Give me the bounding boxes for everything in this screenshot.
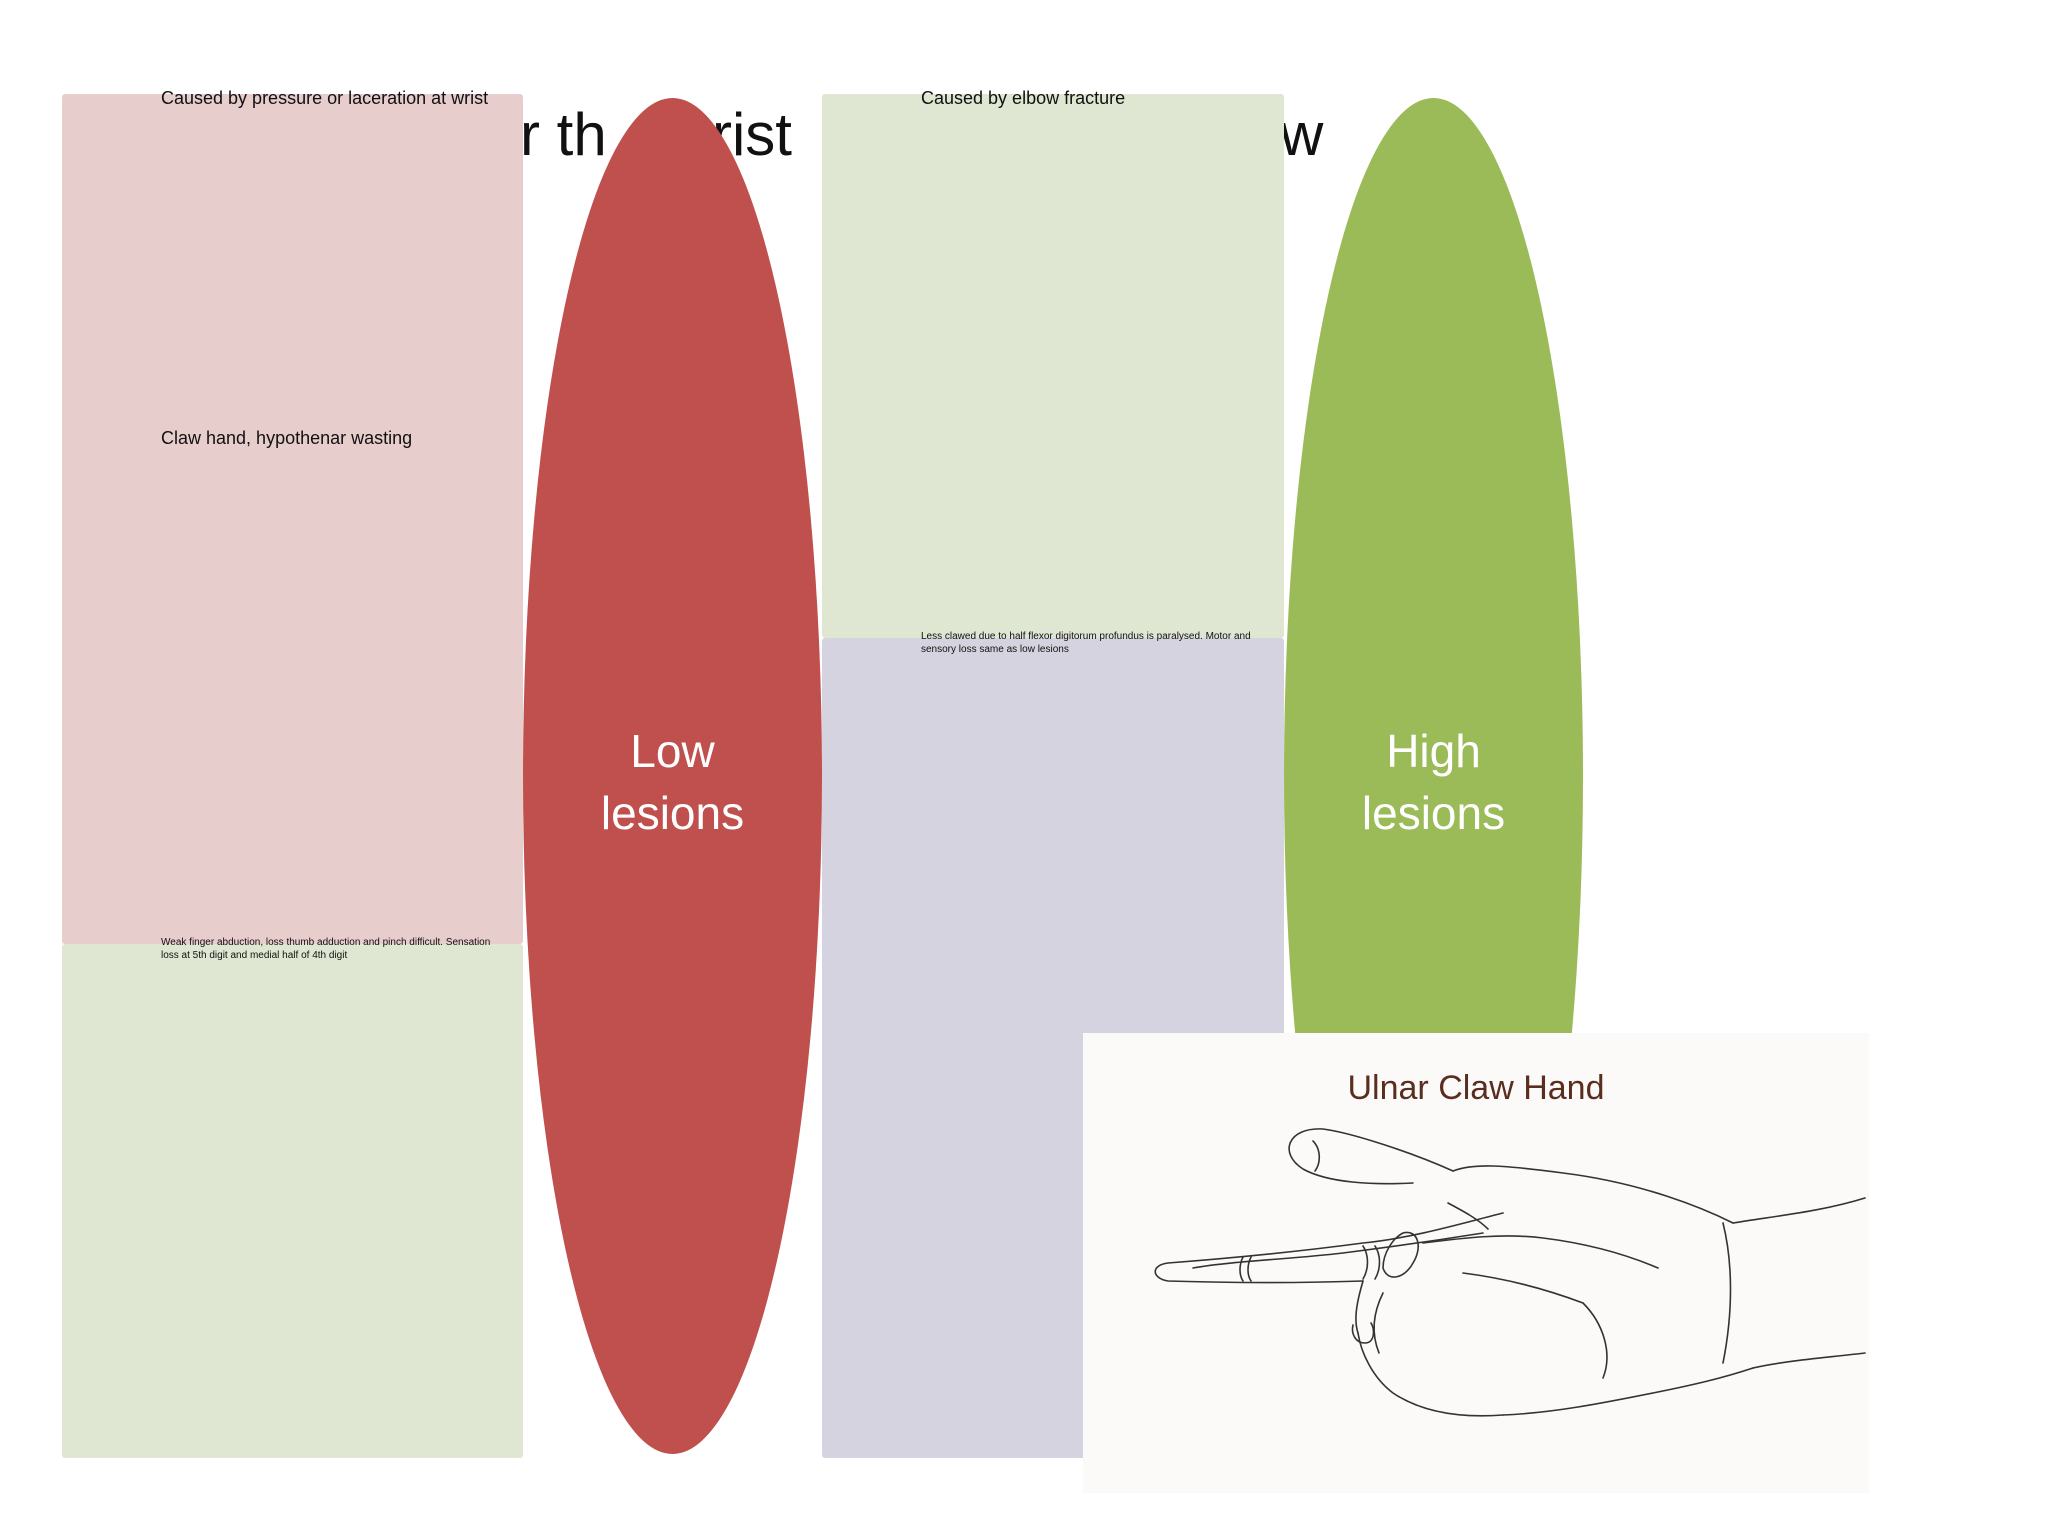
high-lesions-deficits: Less clawed due to half flexor digitorum…	[921, 631, 1251, 655]
ulnar-claw-hand-drawing-icon	[1154, 1128, 1866, 1417]
figure-title: Ulnar Claw Hand	[1347, 1069, 1605, 1107]
title-fragment: r th	[520, 101, 607, 168]
low-lesions-oval	[523, 98, 822, 1454]
high-lesions-cause: Caused by elbow fracture	[921, 88, 1126, 108]
low-lesions-cause: Caused by pressure or laceration at wris…	[161, 88, 489, 108]
low-lesions-panel-top	[62, 94, 523, 944]
low-lesions-label: Low lesions	[600, 725, 745, 839]
ulnar-claw-hand-figure: Ulnar Claw Hand	[1083, 1033, 1869, 1493]
slide-title: r th rist w	[0, 100, 2048, 180]
low-lesions-panel-bottom	[62, 944, 523, 1458]
high-lesions-panel-top	[822, 94, 1284, 638]
title-fragment: w	[1280, 101, 1324, 168]
low-lesions-deficits: Weak finger abduction, loss thumb adduct…	[161, 937, 491, 961]
high-lesions-label: High lesions	[1361, 725, 1506, 839]
low-lesions-signs: Claw hand, hypothenar wasting	[161, 428, 413, 448]
